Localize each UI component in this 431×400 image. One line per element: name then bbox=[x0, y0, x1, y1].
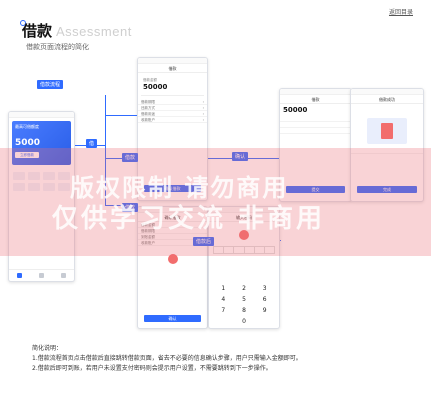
list-item: 到账金额 bbox=[138, 234, 207, 240]
notes-line: 1.借款流程首页点击借款后直接跳转借款页面，省去不必要的信息确认步骤，用户只需输… bbox=[32, 355, 302, 362]
status-bar bbox=[9, 112, 74, 118]
submit-button[interactable]: 提交 bbox=[286, 186, 345, 193]
flow-tag: 借款流程 bbox=[37, 80, 64, 89]
nav-title: 借款 bbox=[138, 64, 207, 73]
flow-tag: 借款 bbox=[122, 203, 139, 212]
feature-icon[interactable] bbox=[13, 183, 25, 191]
flow-line bbox=[280, 240, 281, 241]
status-bar bbox=[138, 58, 207, 64]
key[interactable]: 0 bbox=[242, 318, 246, 325]
home-tab-icon[interactable] bbox=[17, 273, 23, 278]
feature-icon[interactable] bbox=[43, 183, 55, 191]
flow-line bbox=[105, 115, 137, 116]
password-screen: 输入密码 1 2 3 4 5 6 7 8 9 0 bbox=[208, 206, 280, 329]
nav-title: 借款成功 bbox=[351, 95, 423, 104]
flow-tag: 借款后 bbox=[193, 237, 215, 246]
notes-line: 2.借款后即可到账，若用户未设置支付密码则会提示用户设置，不需要跳转到下一步操作… bbox=[32, 365, 272, 372]
watermark-text: 版权限制 请勿商用 bbox=[70, 174, 289, 202]
result-screen: 借款 50000 提交 bbox=[279, 88, 352, 202]
flow-line bbox=[105, 95, 106, 205]
status-bar bbox=[280, 89, 351, 95]
list-item bbox=[280, 116, 351, 122]
list-item[interactable]: 还款方式› bbox=[138, 105, 207, 111]
title-en: Assessment bbox=[56, 24, 132, 39]
list-item bbox=[351, 148, 423, 154]
status-bar bbox=[351, 89, 423, 95]
list-item: 收款账户 bbox=[138, 240, 207, 246]
key[interactable]: 4 bbox=[221, 296, 226, 303]
confirm-borrow-button[interactable]: 确认借款 bbox=[144, 185, 201, 192]
flow-tag: 确认 bbox=[232, 152, 249, 161]
page-subtitle: 借款页面流程的简化 bbox=[26, 43, 89, 51]
back-to-index-link[interactable]: 返回目录 bbox=[388, 9, 413, 16]
nav-title: 输入密码 bbox=[209, 213, 279, 222]
list-item: 借款期限 bbox=[138, 228, 207, 234]
home-screen: 最高可借额度 5000 立即借款 bbox=[8, 111, 75, 282]
notes-heading: 简化说明： bbox=[32, 345, 63, 352]
password-input[interactable] bbox=[213, 246, 275, 254]
key[interactable]: 5 bbox=[242, 296, 246, 303]
loan-banner: 最高可借额度 5000 立即借款 bbox=[12, 121, 71, 165]
amount-value: 50000 bbox=[143, 83, 168, 91]
number-keypad: 1 2 3 4 5 6 7 8 9 0 bbox=[213, 285, 275, 325]
list-item[interactable]: 借款用途› bbox=[138, 111, 207, 117]
key[interactable]: 7 bbox=[221, 307, 226, 314]
flow-tag: 借款 bbox=[122, 153, 139, 162]
key bbox=[254, 318, 275, 325]
borrow-now-button[interactable]: 立即借款 bbox=[15, 152, 39, 158]
key[interactable]: 1 bbox=[221, 285, 226, 292]
flow-line bbox=[105, 205, 137, 206]
nav-title: 确认借款 bbox=[138, 213, 207, 222]
amount-screen: 借款 借款金额 50000 借款期限› 还款方式› 借款用途› 收款账户› 确认… bbox=[137, 57, 208, 201]
watermark-text: 仅供学习交流 非商用 bbox=[52, 204, 326, 234]
amount-value: 50000 bbox=[283, 106, 308, 114]
key[interactable]: 9 bbox=[262, 307, 267, 314]
profile-tab-icon[interactable] bbox=[60, 273, 66, 278]
feature-icon[interactable] bbox=[28, 172, 40, 180]
loan-tab-icon[interactable] bbox=[38, 273, 44, 278]
key[interactable]: 3 bbox=[262, 285, 267, 292]
feature-grid bbox=[9, 168, 74, 195]
list-item[interactable]: 借款期限› bbox=[138, 99, 207, 105]
banner-title: 最高可借额度 bbox=[15, 124, 39, 129]
confirm-button[interactable]: 确认 bbox=[144, 315, 201, 322]
status-bar bbox=[209, 207, 279, 213]
key[interactable]: 8 bbox=[242, 307, 246, 314]
banner-amount: 5000 bbox=[15, 138, 41, 148]
feature-icon[interactable] bbox=[58, 172, 70, 180]
key[interactable]: 6 bbox=[262, 296, 267, 303]
amount-field[interactable]: 借款金额 50000 bbox=[141, 76, 204, 96]
list-item[interactable]: 收款账户› bbox=[138, 117, 207, 123]
status-bar bbox=[138, 207, 207, 213]
flow-line bbox=[105, 158, 137, 159]
title-cn: 借款 bbox=[22, 22, 53, 40]
feature-icon[interactable] bbox=[43, 172, 55, 180]
lock-icon bbox=[239, 230, 249, 240]
success-screen: 借款成功 完成 bbox=[350, 88, 424, 202]
feature-icon[interactable] bbox=[28, 183, 40, 191]
amount-label: 借款金额 bbox=[143, 78, 157, 82]
alert-icon bbox=[167, 254, 178, 264]
flow-tag: 借 bbox=[86, 139, 98, 148]
notes-section: 简化说明： 1.借款流程首页点击借款后直接跳转借款页面，省去不必要的信息确认步骤… bbox=[32, 344, 302, 374]
key[interactable]: 2 bbox=[242, 285, 246, 292]
list-item bbox=[280, 122, 351, 128]
feature-icon[interactable] bbox=[13, 172, 25, 180]
success-illustration bbox=[367, 118, 407, 144]
logo-icon bbox=[20, 20, 26, 26]
list-item bbox=[280, 128, 351, 134]
page-title: 借款 Assessment bbox=[22, 20, 132, 41]
tab-bar bbox=[9, 269, 74, 281]
feature-icon[interactable] bbox=[58, 183, 70, 191]
list-item: 借款金额 bbox=[138, 222, 207, 228]
done-button[interactable]: 完成 bbox=[357, 186, 417, 193]
confirm-screen: 确认借款 借款金额 借款期限 到账金额 收款账户 确认 bbox=[137, 206, 208, 329]
nav-title: 借款 bbox=[280, 95, 351, 104]
key bbox=[213, 318, 234, 325]
